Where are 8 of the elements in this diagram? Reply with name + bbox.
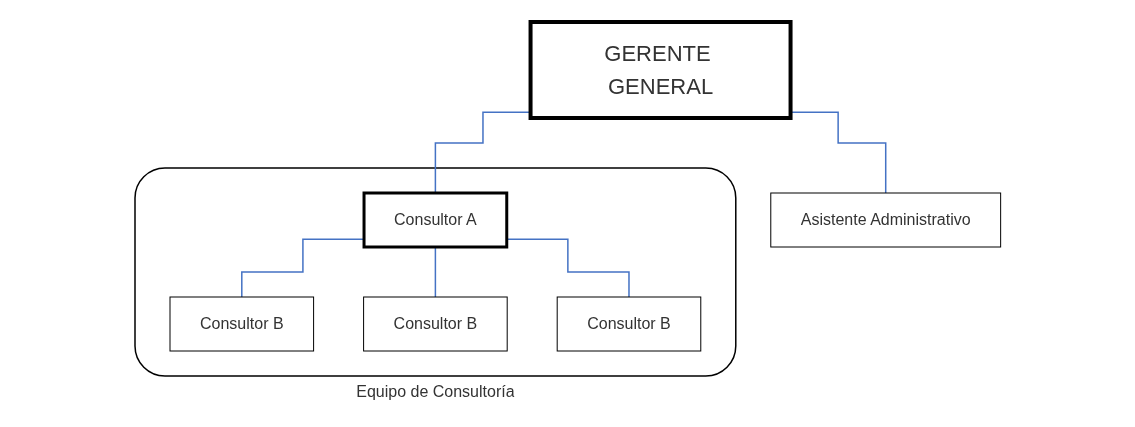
node-box: Asistente Administrativo (769, 192, 1001, 247)
node-box: Consultor A (362, 191, 508, 248)
node-box: Consultor B (362, 296, 508, 351)
node-box: Consultor B (556, 296, 701, 351)
node-box: GERENTE GENERAL (528, 19, 793, 120)
cluster (133, 166, 737, 377)
node-box: Consultor B (169, 296, 314, 351)
node-label: Equipo de Consultoría (355, 382, 515, 400)
